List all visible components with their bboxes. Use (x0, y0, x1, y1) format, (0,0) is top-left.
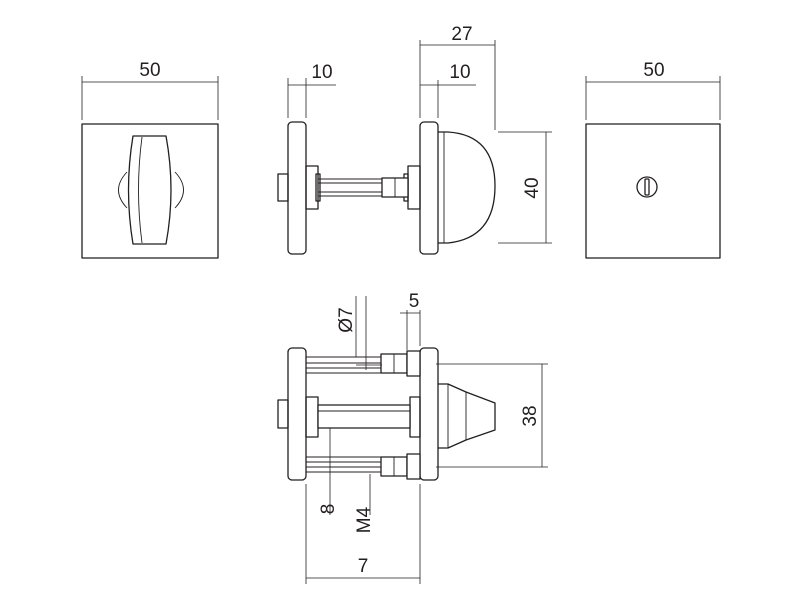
dim-screw-thread: M4 (354, 506, 375, 533)
dim-knob-depth: 27 (451, 24, 472, 45)
dim-knob-height: 40 (522, 177, 543, 198)
top-section-view: Ø7 5 38 8 M4 7 (277, 291, 548, 584)
dim-rose-thickness-right: 10 (449, 62, 470, 83)
dim-rose-thickness-left: 10 (311, 62, 332, 83)
side-view-assembly: 10 27 10 40 (277, 24, 552, 255)
dim-release-height: 38 (520, 405, 541, 426)
dim-door-thickness: 7 (358, 556, 369, 577)
section-right-rose (419, 347, 439, 481)
release-cone (437, 383, 496, 449)
spindle-block-right (407, 165, 421, 210)
front-view-turn-knob: 50 (81, 60, 219, 259)
left-rose-side (287, 121, 307, 255)
knob-dome (437, 131, 496, 244)
right-rose-side (419, 121, 439, 255)
section-spindle (317, 404, 411, 429)
release-rose-outline (585, 123, 721, 259)
square-rose-outline (81, 123, 219, 259)
dim-spindle-diameter: Ø7 (336, 307, 357, 332)
spindle-block-left (305, 165, 319, 210)
dim-spindle-length: 5 (409, 291, 420, 312)
dim-rose-width-right: 50 (643, 60, 664, 81)
front-view-emergency-release: 50 (585, 60, 721, 259)
release-indicator-ring (636, 176, 658, 198)
knob-base-left (118, 171, 128, 209)
section-release-stub (277, 399, 289, 429)
turn-knob-body (127, 135, 172, 245)
turn-knob-contour (138, 136, 143, 244)
section-left-rose (287, 347, 307, 481)
knob-base-right (174, 171, 184, 209)
release-stub (277, 173, 289, 202)
dim-rose-width-left: 50 (139, 60, 160, 81)
dim-spindle-size: 8 (318, 504, 339, 515)
